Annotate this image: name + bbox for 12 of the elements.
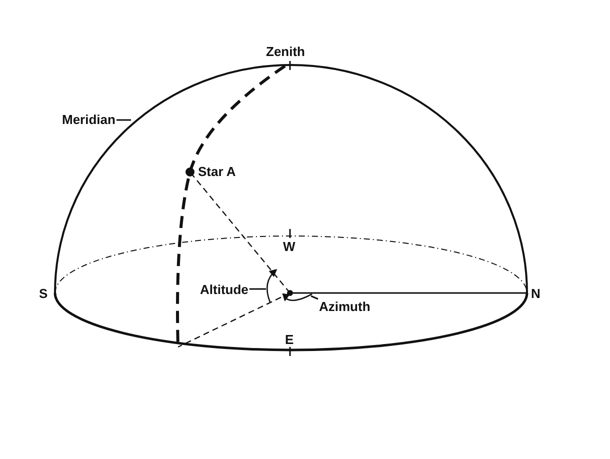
direction-label: W — [283, 239, 296, 254]
leader-line — [249, 288, 266, 290]
azimuth-label: Azimuth — [319, 299, 370, 314]
direction-label: E — [285, 332, 294, 347]
altitude-label: Altitude — [200, 282, 248, 297]
meridian-label: Meridian — [62, 112, 116, 127]
zenith-label: Zenith — [266, 44, 305, 59]
star-label: Star A — [198, 164, 236, 179]
direction-label: N — [531, 286, 540, 301]
direction-label: S — [39, 286, 48, 301]
leader-line — [116, 119, 131, 121]
leader-line — [310, 295, 318, 300]
